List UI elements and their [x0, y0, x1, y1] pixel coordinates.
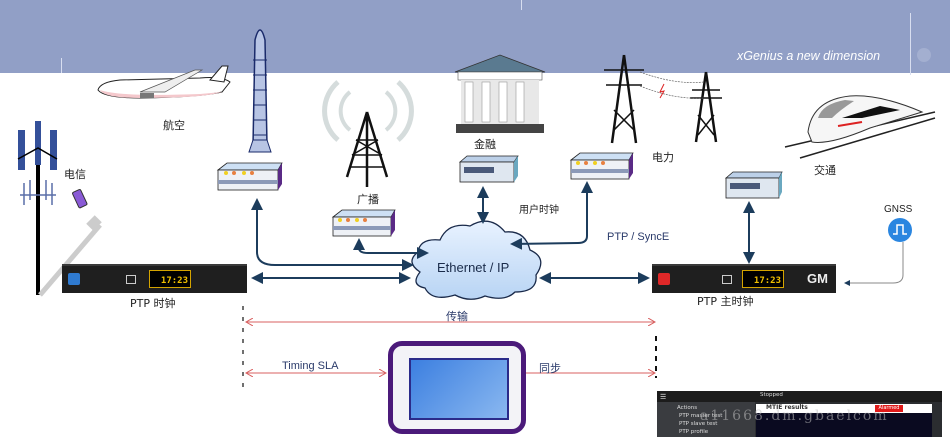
network-switch-icon: [331, 209, 396, 237]
power-tower-icon: [604, 54, 722, 144]
gnss-link: [844, 242, 904, 286]
label-power: 电力: [652, 151, 674, 164]
ethernet-cloud: [411, 220, 542, 300]
banner-divider: [910, 13, 911, 75]
device-display: 17:23: [742, 270, 784, 288]
label-gnss: GNSS: [884, 204, 913, 215]
network-switch-icon: [216, 162, 283, 191]
ethernet-ip-label: Ethernet / IP: [437, 260, 510, 275]
phone-icon: [72, 189, 88, 209]
label-ptp-synce: PTP / SyncE: [607, 231, 670, 243]
actions-sidebar: [657, 402, 755, 437]
train-icon: [784, 95, 936, 159]
airplane-icon: [97, 65, 231, 99]
label-transport: 交通: [814, 164, 836, 177]
tagline: xGenius a new dimension: [737, 49, 881, 63]
label-ptp-master: PTP 主时钟: [697, 295, 754, 308]
label-timing-sla: Timing SLA: [282, 360, 339, 372]
ethernet-port-icon: [126, 275, 136, 284]
ptp-master-device[interactable]: 17:23 GM: [652, 264, 836, 293]
status-text: Stopped: [760, 392, 783, 398]
label-aviation: 航空: [163, 119, 185, 132]
telecom-tower-icon: [17, 121, 102, 297]
side-item[interactable]: PTP slave test: [679, 421, 718, 427]
label-sync: 同步: [539, 362, 561, 375]
menu-icon[interactable]: ☰: [660, 393, 667, 401]
label-telecom: 电信: [64, 168, 86, 181]
network-switch-icon: [569, 152, 634, 180]
label-user-clock: 用户时钟: [519, 205, 559, 216]
device-display: 17:23: [149, 270, 191, 288]
device-logo-icon: [658, 273, 670, 285]
banner-divider: [521, 0, 522, 10]
banner-dot: [917, 48, 931, 62]
rocket-icon: [248, 29, 272, 153]
watermark: a11668.dm.gbaelcom: [700, 408, 889, 424]
ptp-clock-device[interactable]: 17:23: [62, 264, 247, 293]
xgenius-tablet[interactable]: [388, 341, 526, 434]
gnss-signal-icon: [888, 218, 912, 242]
header-banner: [0, 0, 950, 73]
analyzer-screenshot: ☰ Stopped Actions PTP master test PTP sl…: [657, 391, 942, 437]
status-bar: [657, 391, 942, 402]
side-item[interactable]: PTP profile: [679, 429, 709, 435]
banner-divider: [61, 58, 62, 73]
broadcast-tower-icon: [322, 80, 414, 187]
side-item[interactable]: PTP master test: [679, 413, 723, 419]
device-logo-icon: [68, 273, 80, 285]
tablet-screen: [409, 358, 509, 420]
actions-header: Actions: [677, 405, 698, 411]
server-box-icon: [724, 171, 783, 199]
label-ptp-clock: PTP 时钟: [130, 297, 176, 310]
alarm-badge: Alarmed: [875, 405, 903, 412]
panel-title: MTIE results: [766, 404, 808, 411]
results-header: MTIE results: [756, 404, 932, 413]
bank-building-icon: [454, 54, 546, 133]
label-finance: 金融: [474, 138, 496, 151]
label-broadcast: 广播: [357, 193, 379, 206]
server-box-icon: [458, 155, 519, 183]
label-transmission: 传输: [446, 310, 468, 323]
gm-badge: GM: [807, 271, 828, 286]
ethernet-port-icon: [722, 275, 732, 284]
